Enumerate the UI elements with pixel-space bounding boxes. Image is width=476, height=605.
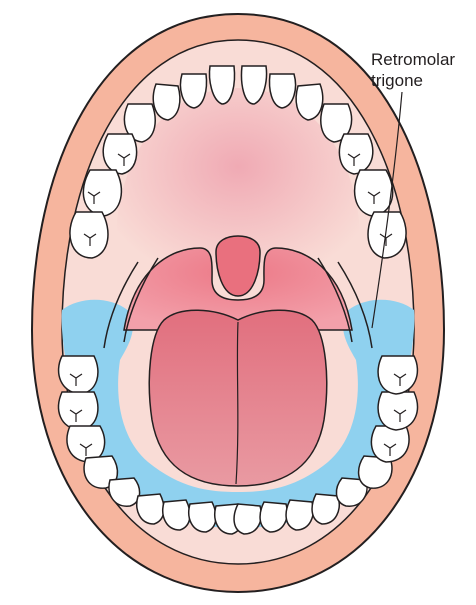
upper-tooth: [103, 134, 136, 174]
upper-tooth: [70, 212, 108, 258]
upper-tooth: [339, 134, 372, 174]
label-line-1: Retromolar: [371, 49, 455, 70]
upper-tooth: [153, 84, 180, 120]
upper-tooth: [296, 84, 323, 120]
upper-tooth: [355, 170, 393, 216]
label-line-2: trigone: [371, 70, 455, 91]
retromolar-trigone-label: Retromolar trigone: [371, 49, 455, 91]
upper-tooth: [368, 212, 406, 258]
